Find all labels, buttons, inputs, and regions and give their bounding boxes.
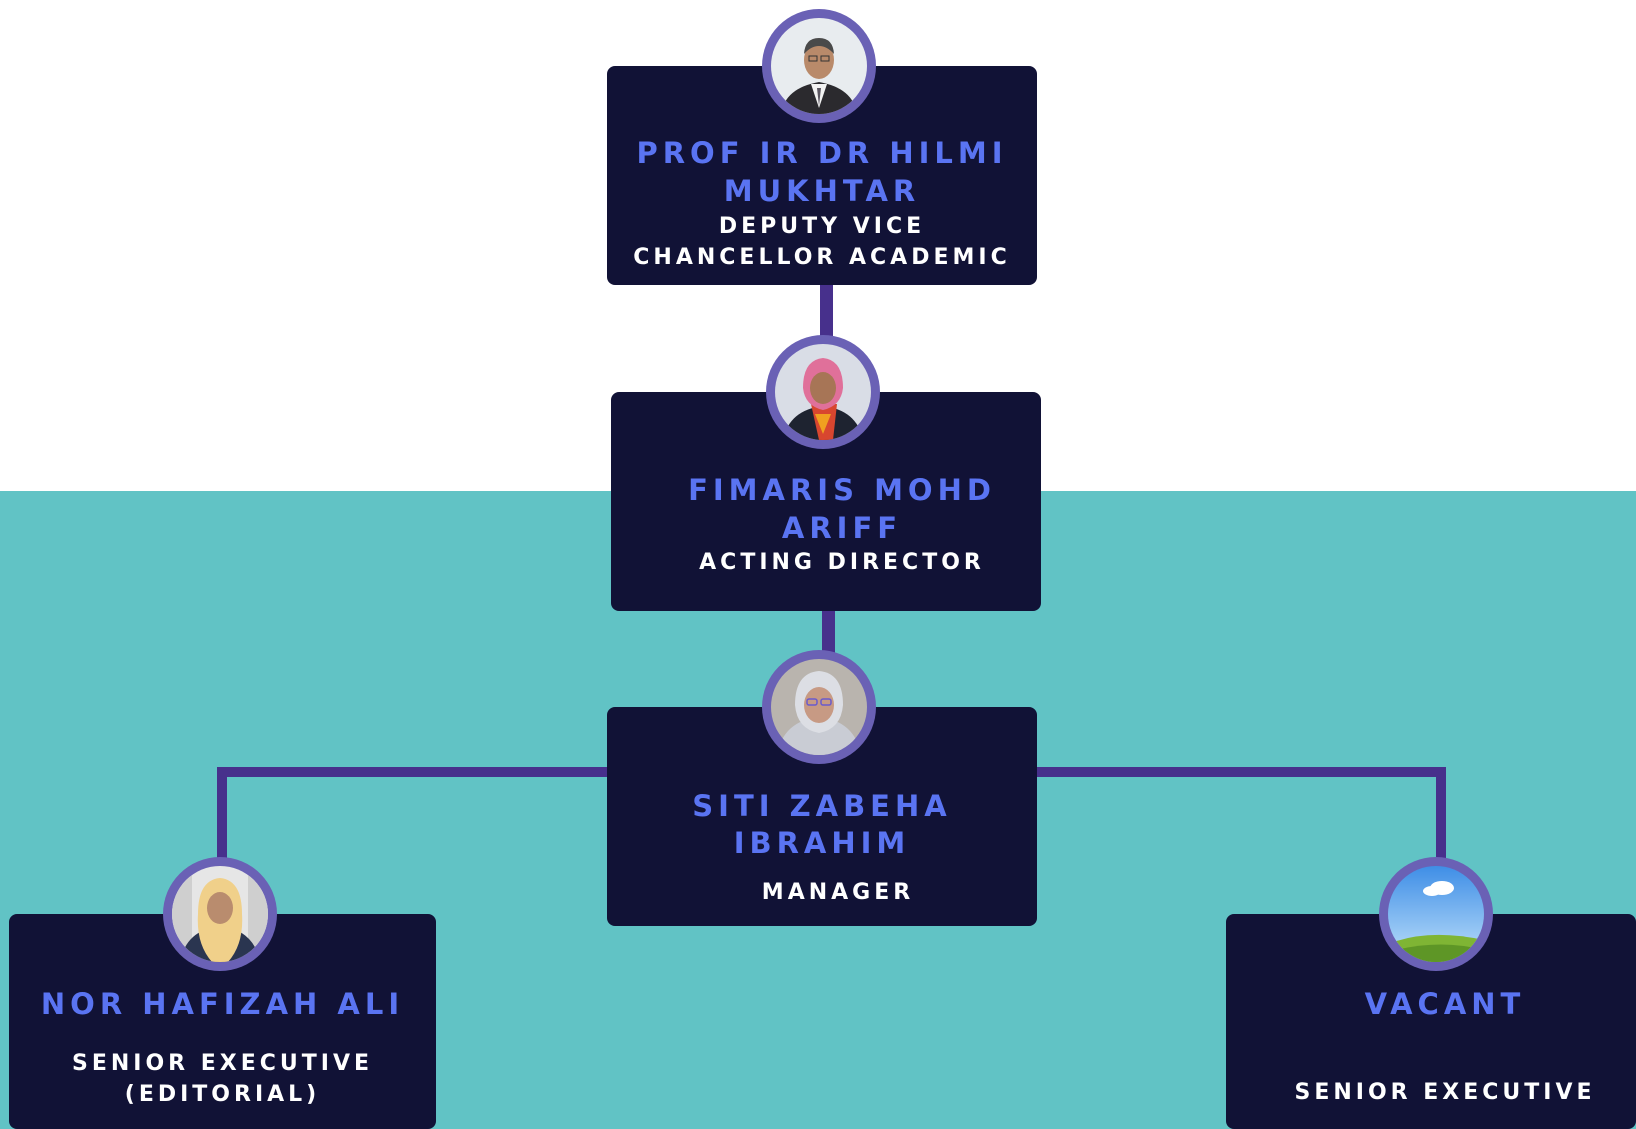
connector-manager-right-vertical <box>1436 767 1446 867</box>
person-role: ACTING DIRECTOR <box>699 550 985 575</box>
person-name: SITI ZABEHA <box>692 789 952 823</box>
connector-deputy-to-director <box>820 285 833 343</box>
connector-director-to-manager <box>822 611 835 661</box>
person-role: SENIOR EXECUTIVE <box>71 1051 374 1076</box>
connector-manager-left-horizontal <box>217 767 607 777</box>
person-role: DEPUTY VICE <box>718 214 926 239</box>
avatar <box>762 650 876 764</box>
person-name: NOR HAFIZAH ALI <box>40 987 405 1021</box>
person-name-line2: MUKHTAR <box>723 174 921 208</box>
person-role: SENIOR EXECUTIVE <box>1294 1080 1596 1105</box>
woman-pink-hijab-photo <box>775 344 871 440</box>
woman-yellow-hijab-photo <box>172 866 268 962</box>
connector-manager-right-horizontal <box>1036 767 1446 777</box>
landscape-placeholder-photo <box>1388 866 1484 962</box>
person-name: VACANT <box>1364 987 1526 1021</box>
person-role-line2: (EDITORIAL) <box>124 1082 321 1107</box>
person-name: FIMARIS MOHD ARIFF <box>688 473 996 545</box>
avatar <box>1379 857 1493 971</box>
avatar <box>766 335 880 449</box>
person-role: MANAGER <box>761 880 915 905</box>
person-name: PROF IR DR HILMI <box>636 136 1008 170</box>
person-name-line2: IBRAHIM <box>733 826 911 860</box>
man-in-suit-photo <box>771 18 867 114</box>
connector-manager-left-vertical <box>217 767 227 867</box>
avatar <box>163 857 277 971</box>
avatar <box>762 9 876 123</box>
person-role-line2: CHANCELLOR ACADEMIC <box>633 245 1011 270</box>
org-card-acting-director: FIMARIS MOHD ARIFF ACTING DIRECTOR <box>611 392 1041 611</box>
org-card-deputy-vice-chancellor: PROF IR DR HILMI MUKHTAR DEPUTY VICE CHA… <box>607 66 1037 285</box>
woman-grey-hijab-glasses-photo <box>771 659 867 755</box>
